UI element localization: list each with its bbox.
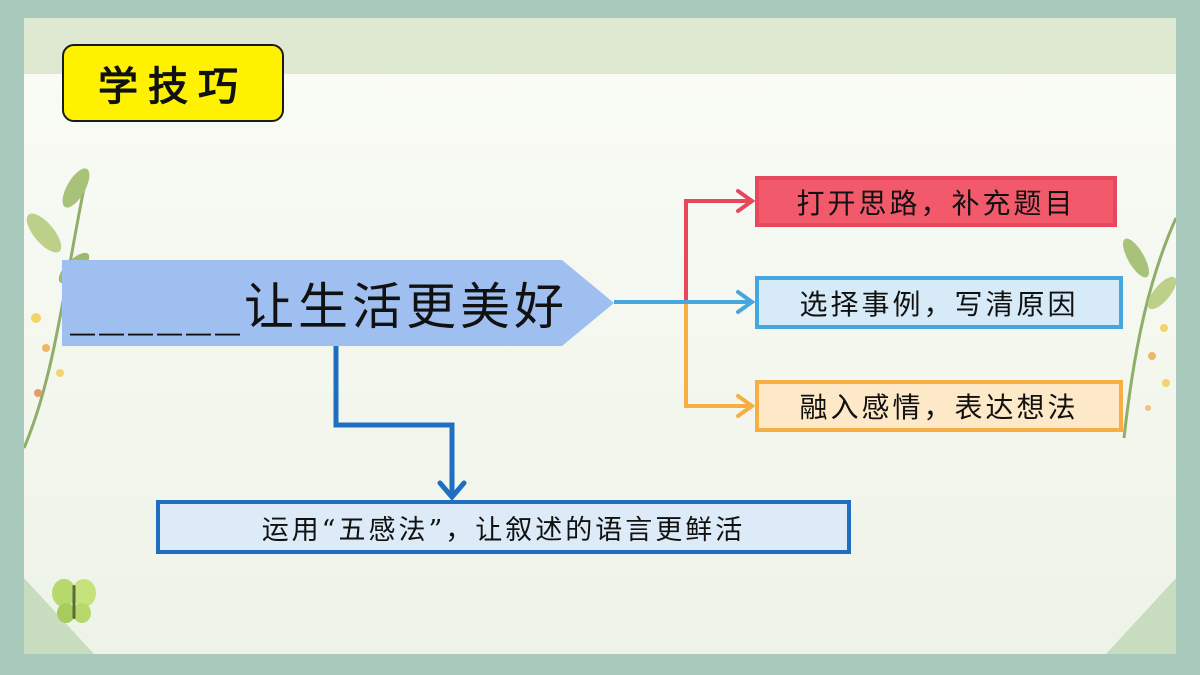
five-senses-tip: 运用“五感法”，让叙述的语言更鲜活 xyxy=(156,500,851,554)
branch-choose-examples: 选择事例，写清原因 xyxy=(755,276,1123,329)
section-title-badge: 学技巧 xyxy=(62,44,284,122)
butterfly-icon xyxy=(52,579,96,623)
connector-red xyxy=(614,199,752,304)
main-topic-shape xyxy=(62,260,614,346)
leaf-sprig-icon xyxy=(1122,217,1176,439)
main-topic-label: ______让生活更美好 xyxy=(70,278,568,336)
arrowhead-blue xyxy=(736,290,756,314)
connector-orange xyxy=(684,302,752,408)
branch-open-thinking: 打开思路，补充题目 xyxy=(755,176,1117,227)
branch-express-feelings: 融入感情，表达想法 xyxy=(755,380,1123,432)
corner-decoration xyxy=(1106,578,1176,654)
arrowhead-red xyxy=(736,189,756,213)
decoration-layer xyxy=(24,168,1176,654)
arrowhead-orange xyxy=(736,394,756,418)
arrowhead-dark-blue xyxy=(437,480,467,501)
connector-dark-blue xyxy=(333,346,455,497)
